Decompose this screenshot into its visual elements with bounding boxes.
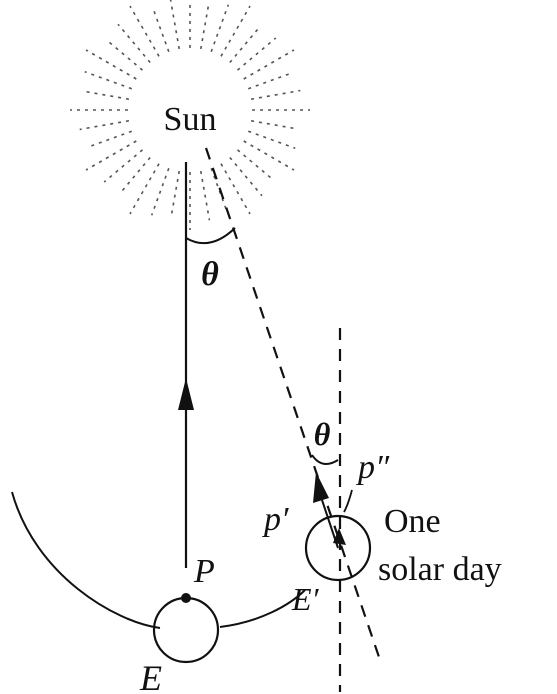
e-label: E — [139, 658, 162, 694]
sun-ray — [169, 0, 181, 50]
p-prime-label: p′ — [262, 501, 289, 538]
angle-arc-bottom — [311, 454, 339, 465]
p-double-prime-tick — [343, 489, 353, 513]
one-label: One — [384, 503, 441, 540]
sun-to-eprime-dashed — [204, 147, 382, 661]
sun-ray — [129, 5, 160, 57]
solar-day-label: solar day — [378, 551, 502, 588]
angle-arc-top — [185, 227, 236, 245]
sun-ray — [243, 140, 295, 171]
sun-ray — [129, 163, 160, 215]
sun-ray — [210, 167, 228, 210]
e-prime-label: E′ — [291, 581, 320, 617]
theta-bottom-label: θ — [314, 416, 331, 452]
p-double-prime-label: p″ — [356, 449, 390, 486]
sun-ray — [85, 90, 130, 101]
sun-ray — [79, 119, 130, 131]
sun-ray — [199, 170, 211, 221]
earth-circle-e — [152, 596, 220, 664]
earth-circle-eprime — [304, 514, 372, 582]
sun-ray — [236, 37, 277, 71]
sun-ray — [117, 23, 151, 64]
sun-ray — [90, 130, 133, 148]
sun-ray — [170, 170, 181, 215]
sun-ray — [250, 89, 301, 101]
sun-ray — [229, 156, 263, 197]
sun-ray — [199, 5, 210, 50]
sun-ray — [84, 70, 133, 90]
sun-rays — [70, 0, 310, 230]
orbit-arc — [11, 491, 306, 629]
theta-top-label: θ — [201, 256, 219, 293]
sun-ray — [247, 130, 296, 150]
sun-ray — [85, 140, 137, 171]
sun-ray — [103, 149, 144, 183]
point-p — [181, 593, 191, 603]
sun-ray — [247, 72, 290, 90]
inner-arrow — [333, 528, 346, 545]
sun-ray — [250, 119, 295, 130]
sun-ray — [220, 163, 251, 215]
tilted-arrow — [313, 472, 329, 503]
sun-ray — [85, 49, 137, 80]
upward-arrow — [178, 378, 194, 410]
p-label: P — [193, 553, 215, 590]
sun-ray — [150, 167, 170, 216]
sun-ray — [210, 4, 230, 53]
sun-ray — [152, 10, 170, 53]
sun-label: Sun — [164, 101, 217, 138]
sun-ray — [243, 49, 295, 80]
sun-ray — [220, 5, 251, 57]
